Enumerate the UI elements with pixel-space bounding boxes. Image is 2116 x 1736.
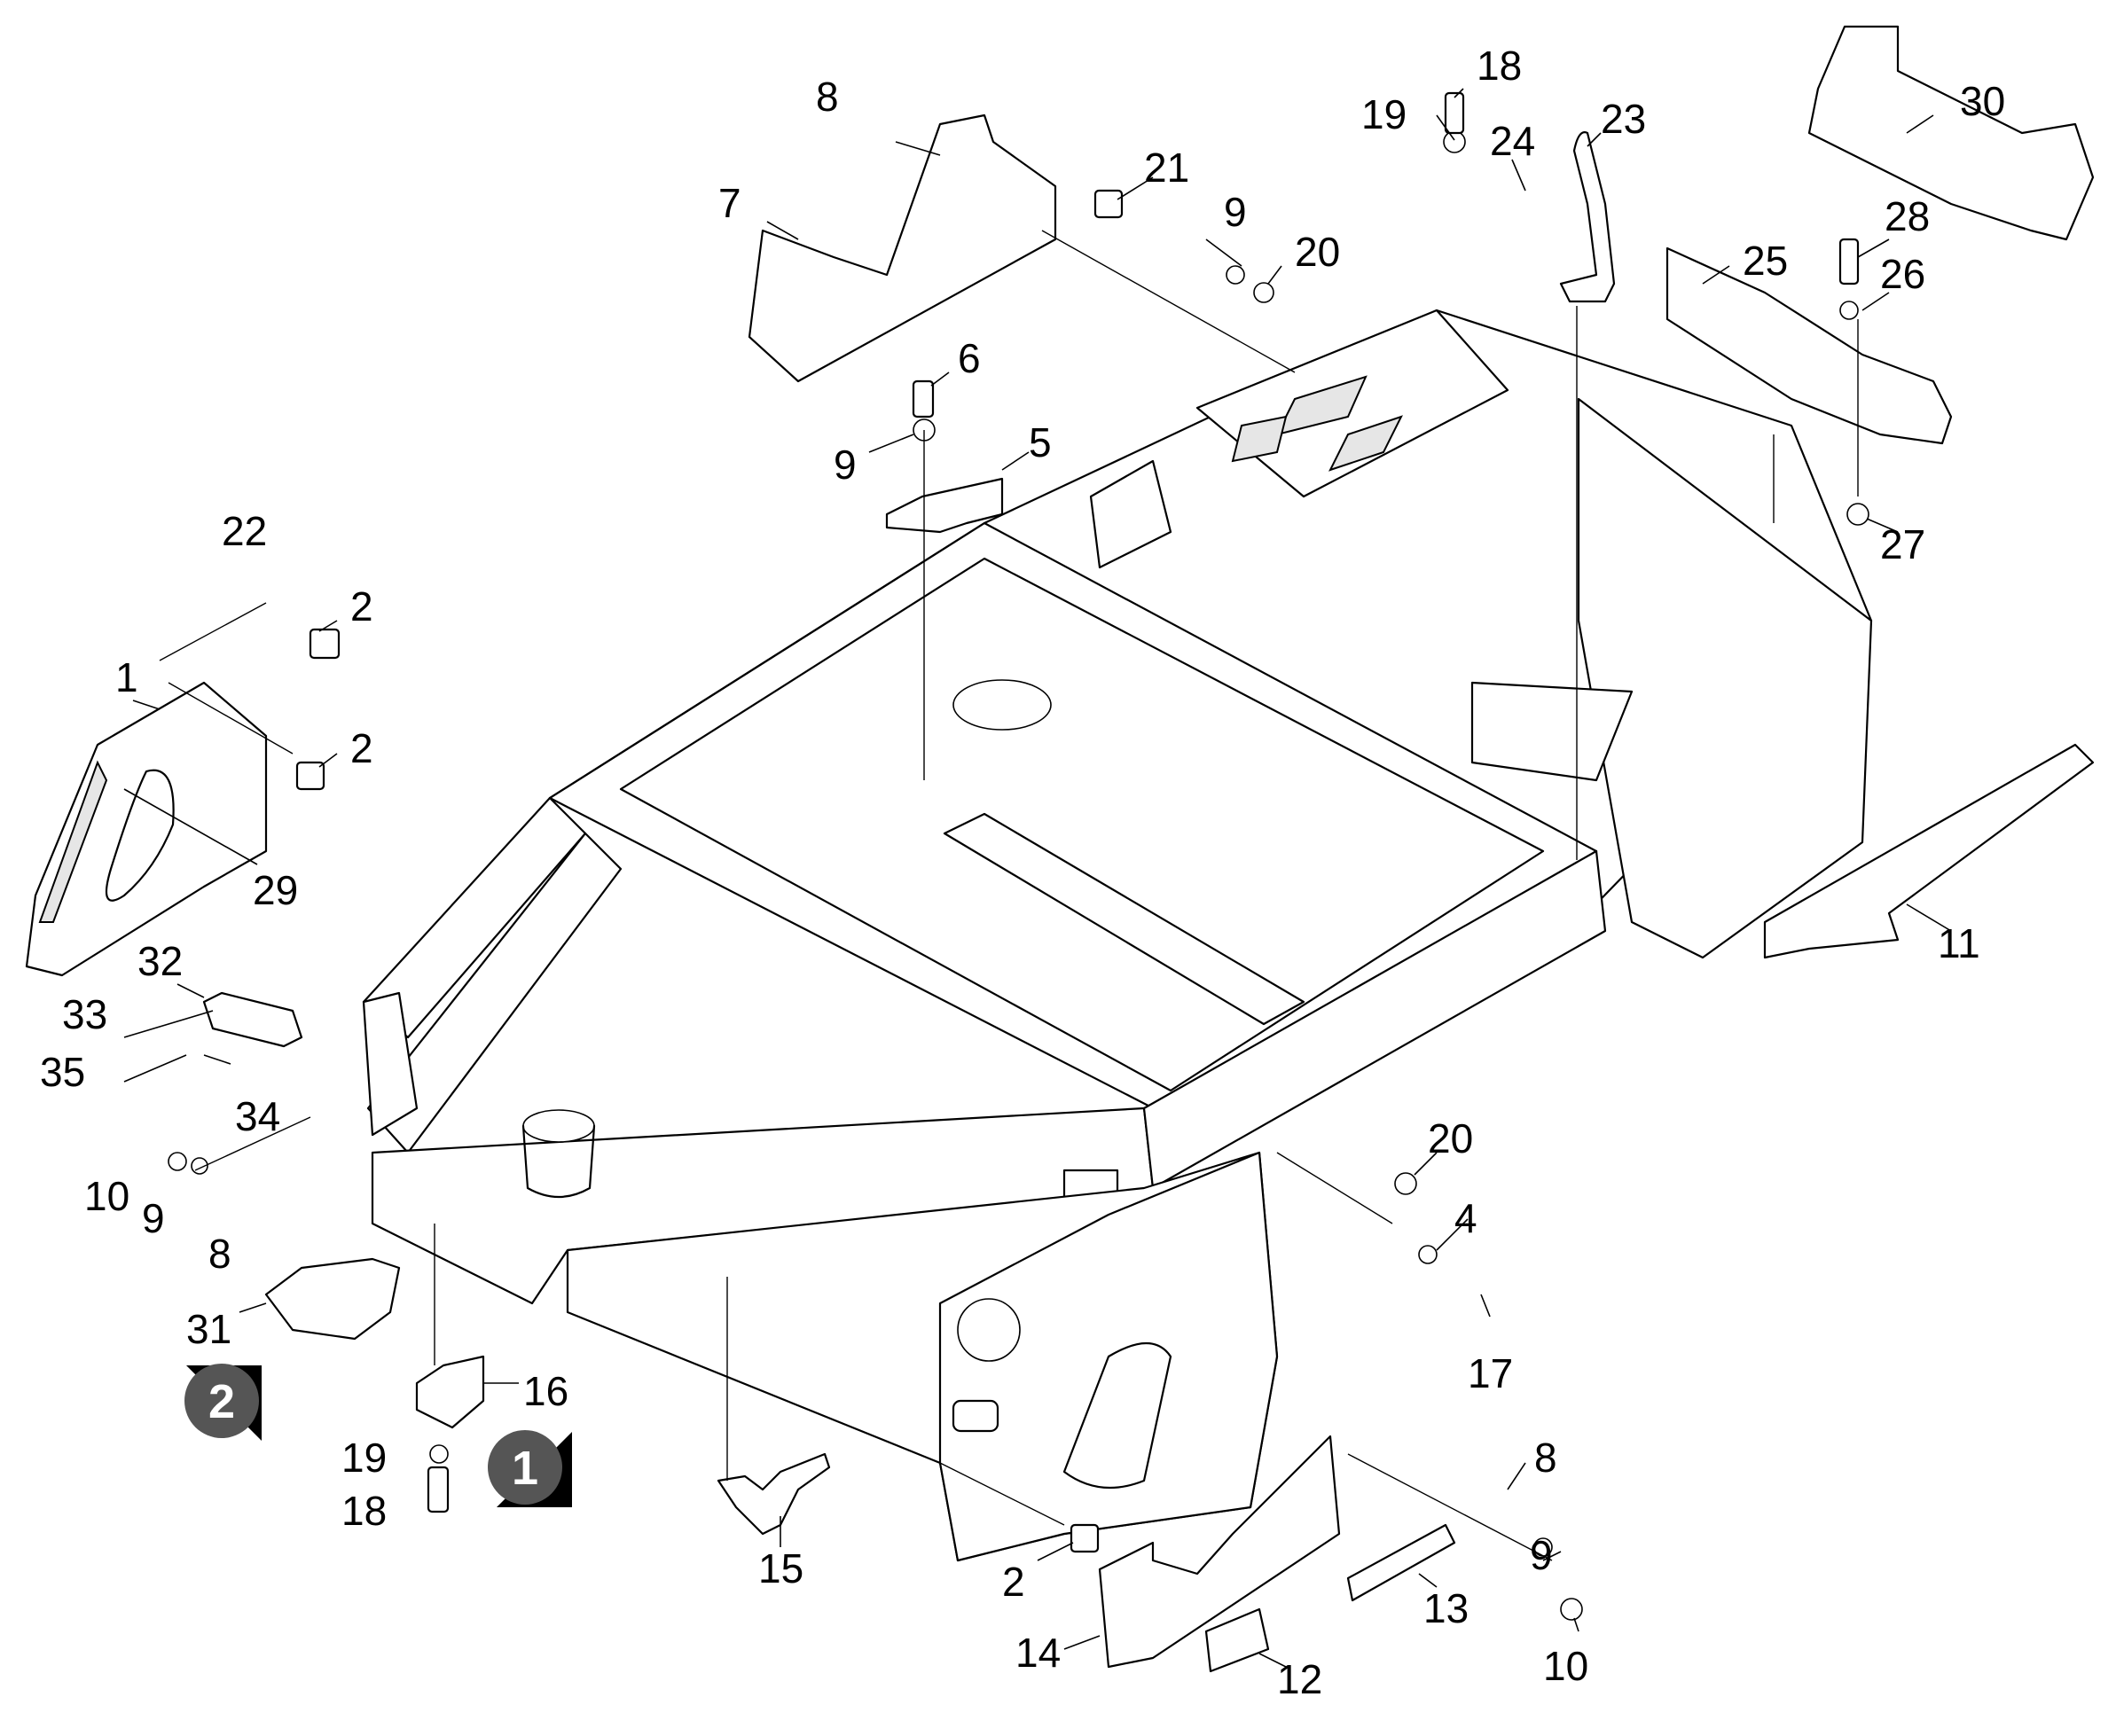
callout-20: 20 — [1295, 229, 1340, 275]
callout-32: 32 — [137, 938, 183, 984]
callout-8: 8 — [816, 74, 839, 120]
part-25-bracket — [1665, 246, 1953, 445]
callout-20: 20 — [1428, 1115, 1473, 1161]
callout-9: 9 — [142, 1195, 165, 1241]
callout-24: 24 — [1490, 118, 1535, 164]
callout-8: 8 — [208, 1231, 231, 1277]
callout-21: 21 — [1144, 145, 1189, 191]
callout-19: 19 — [341, 1435, 387, 1481]
callout-2: 2 — [350, 725, 373, 771]
callout-18: 18 — [1477, 43, 1522, 89]
callout-8: 8 — [1534, 1435, 1557, 1481]
callout-10: 10 — [1543, 1643, 1588, 1689]
part-11-long-bracket — [1763, 743, 2095, 959]
view-badge-1: 1 — [488, 1430, 572, 1507]
callout-9: 9 — [1224, 189, 1247, 235]
hardware — [168, 91, 1869, 1621]
view-badge-2: 2 — [184, 1364, 262, 1441]
callouts: 1 2 2 2 4 5 6 7 8 8 8 9 9 9 9 10 10 11 1… — [40, 43, 2005, 1702]
callout-27: 27 — [1880, 521, 1925, 567]
callout-14: 14 — [1015, 1630, 1061, 1676]
part-12-small-plate — [1204, 1607, 1270, 1673]
part-16-hinge — [415, 1355, 485, 1429]
callout-19: 19 — [1361, 91, 1407, 137]
part-7-rear-bracket — [748, 113, 1057, 383]
callout-30: 30 — [1960, 78, 2005, 124]
callout-18: 18 — [341, 1488, 387, 1534]
callout-5: 5 — [1029, 419, 1052, 465]
callout-2: 2 — [1002, 1559, 1025, 1605]
part-5-bracket — [885, 477, 1004, 534]
part-13-plate — [1346, 1523, 1456, 1602]
callout-23: 23 — [1601, 96, 1646, 142]
callout-9: 9 — [834, 442, 857, 488]
callout-7: 7 — [718, 180, 741, 226]
callout-10: 10 — [84, 1173, 129, 1219]
part-23-lever — [1559, 131, 1616, 303]
callout-26: 26 — [1880, 251, 1925, 297]
callout-6: 6 — [958, 335, 981, 381]
leader-lines — [123, 88, 1952, 1668]
callout-33: 33 — [62, 991, 107, 1037]
part-32-block — [202, 991, 303, 1048]
callout-11: 11 — [1938, 920, 1980, 966]
part-1-left-side-panel — [25, 681, 268, 977]
part-15-hinge — [717, 1452, 831, 1536]
callout-13: 13 — [1423, 1585, 1469, 1631]
callout-1: 1 — [115, 654, 138, 700]
svg-text:1: 1 — [512, 1442, 538, 1495]
callout-29: 29 — [253, 867, 298, 913]
callout-25: 25 — [1743, 238, 1788, 284]
main-frame — [362, 309, 1873, 1562]
callout-12: 12 — [1277, 1656, 1322, 1702]
callout-28: 28 — [1885, 193, 1930, 239]
callout-34: 34 — [235, 1093, 280, 1139]
callout-16: 16 — [523, 1368, 568, 1414]
callout-9: 9 — [1530, 1532, 1553, 1578]
part-31-hinge — [264, 1257, 401, 1341]
svg-text:2: 2 — [208, 1375, 235, 1428]
callout-17: 17 — [1468, 1350, 1513, 1396]
callout-4: 4 — [1454, 1195, 1477, 1241]
callout-2: 2 — [350, 583, 373, 629]
part-14-lower-panel — [1098, 1435, 1341, 1669]
part-30-bracket — [1807, 25, 2095, 241]
callout-31: 31 — [186, 1306, 231, 1352]
callout-22: 22 — [222, 508, 267, 554]
callout-15: 15 — [758, 1545, 803, 1591]
callout-35: 35 — [40, 1049, 85, 1095]
